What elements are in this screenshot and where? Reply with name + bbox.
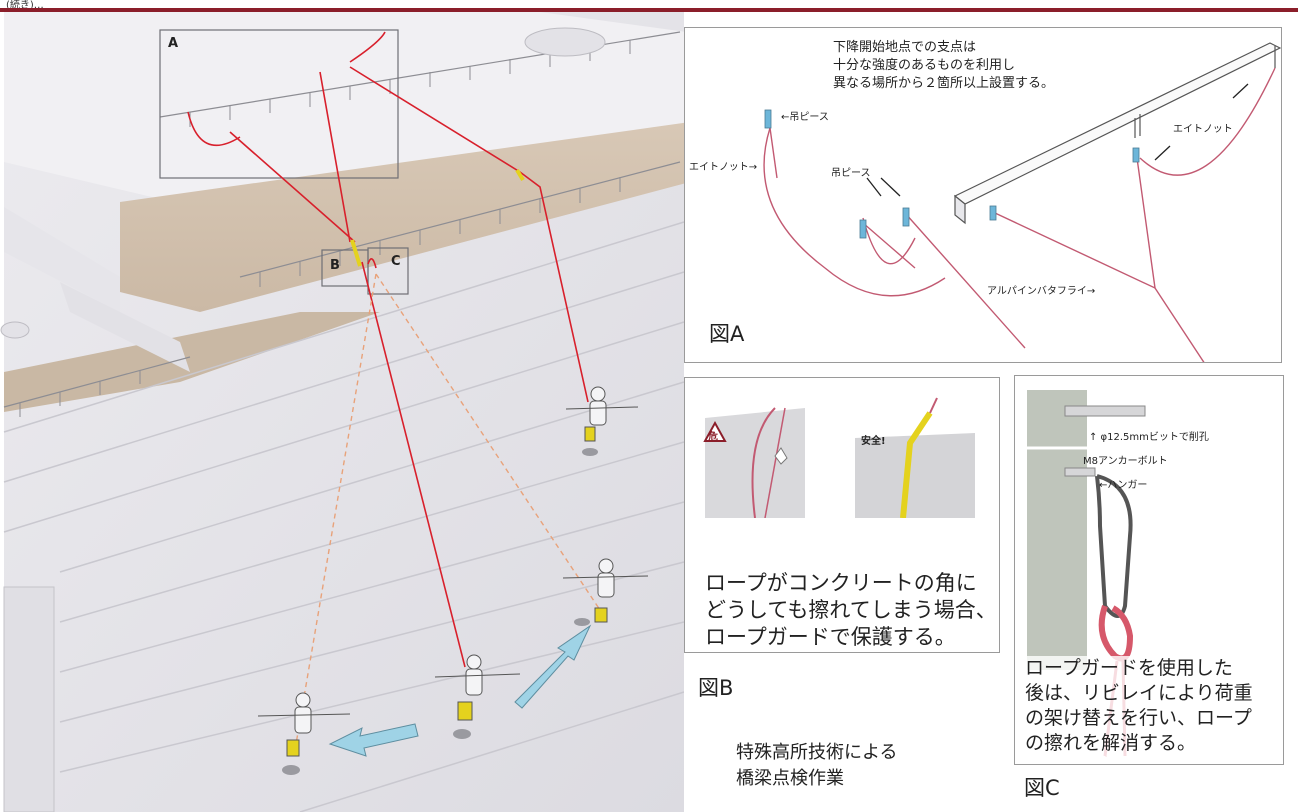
worker-4 xyxy=(562,558,649,626)
panel-c-text-line3: の架け替えを行い、ロープ xyxy=(1025,706,1252,731)
figure-a-panel: 下降開始地点での支点は 十分な強度のあるものを利用し 異なる場所から２箇所以上設… xyxy=(684,27,1282,363)
girder-band xyxy=(120,122,690,312)
safe-label: 安全! xyxy=(861,436,886,447)
left-pier xyxy=(3,586,55,812)
rope-guard-drawing xyxy=(703,397,975,518)
figure-c-panel: ↑ φ12.5mmビットで削孔 M8アンカーボルト ←ハンガー ロープガードを使… xyxy=(1014,375,1284,765)
danger-sign: 危 xyxy=(708,432,718,443)
top-strip: (続き)… xyxy=(0,0,1298,11)
figure-b-panel: 危 安全! ロープがコンクリートの角に どうしても擦れてしまう場合、 ロープガー… xyxy=(684,377,1000,653)
label-alpine-butterfly: アルパインバタフライ→ xyxy=(987,286,1096,297)
label-hanging-piece-1: ←吊ピース xyxy=(781,112,829,123)
rope-guard-upper xyxy=(515,168,525,182)
box-label-b: B xyxy=(330,258,340,273)
panel-b-text-line1: ロープがコンクリートの角に xyxy=(705,571,977,595)
worker-3 xyxy=(257,692,351,775)
label-hanger: ←ハンガー xyxy=(1099,480,1148,491)
ropes xyxy=(187,31,589,668)
figure-b-label: 図B xyxy=(698,676,734,700)
detail-box-c xyxy=(367,247,409,295)
figure-c-label: 図C xyxy=(1024,776,1060,800)
upper-slab xyxy=(4,12,760,232)
label-hanging-piece-2: 吊ピース xyxy=(831,168,871,179)
cross-beam-2 xyxy=(60,282,190,372)
top-frame-line xyxy=(0,8,1298,12)
box-label-a: A xyxy=(168,36,179,51)
panel-c-text-line1: ロープガードを使用した xyxy=(1025,656,1233,681)
label-eight-knot-left: エイトノット→ xyxy=(689,162,758,173)
box-label-c: C xyxy=(391,254,401,269)
girder-band-lower xyxy=(4,312,380,412)
figure-a-label: 図A xyxy=(709,322,745,346)
panel-b-text-line3: ロープガードで保護する。 xyxy=(705,625,956,649)
panel-a-title-line2: 十分な強度のあるものを利用し xyxy=(833,58,1016,73)
panel-b-text-line2: どうしても擦れてしまう場合、 xyxy=(705,598,997,622)
detail-box-a xyxy=(159,29,399,179)
drain-fixture xyxy=(524,27,606,57)
panel-c-text-line2: 後は、リビレイにより荷重 xyxy=(1025,681,1253,706)
rope-guard-b xyxy=(350,239,362,267)
panel-c-text-line4: の擦れを解消する。 xyxy=(1025,731,1197,756)
clipped-header-text: (続き)… xyxy=(6,0,44,11)
worker-figures xyxy=(257,386,649,775)
worker-1 xyxy=(565,386,639,456)
label-anchor-bolt: M8アンカーボルト xyxy=(1083,456,1168,467)
worker-2 xyxy=(434,654,521,739)
movement-arrows xyxy=(328,624,592,757)
alt-rope-paths xyxy=(294,273,601,751)
main-caption-line2: 橋梁点検作業 xyxy=(736,768,844,789)
deck-seams xyxy=(3,221,685,812)
label-eight-knot-right: エイトノット xyxy=(1173,124,1233,135)
panel-a-title-line3: 異なる場所から２箇所以上設置する。 xyxy=(833,76,1055,91)
main-caption-line1: 特殊高所技術による xyxy=(736,742,898,763)
anchor-detail-drawing xyxy=(763,42,1281,362)
cross-beam xyxy=(4,207,120,312)
label-drill: ↑ φ12.5mmビットで削孔 xyxy=(1089,432,1209,443)
drain-fixture-left xyxy=(0,321,30,339)
panel-a-title-line1: 下降開始地点での支点は xyxy=(833,40,977,55)
anchor-bolt-drawing xyxy=(1027,390,1146,757)
